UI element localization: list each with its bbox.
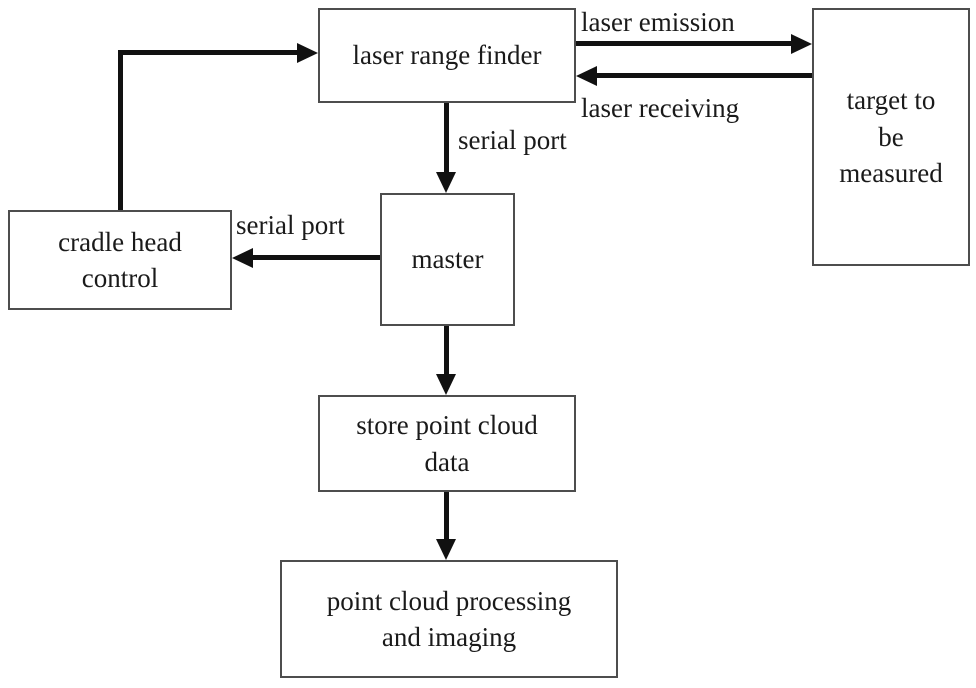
edge-laser-to-master-arrowhead: [436, 172, 456, 193]
edge-cradle-to-laser-vertical-line: [118, 50, 123, 210]
edge-master-to-cradle-arrowhead: [232, 248, 253, 268]
edge-laser-receiving-arrowhead: [576, 66, 597, 86]
edge-master-to-store-line: [444, 326, 449, 375]
edge-master-to-cradle-line: [252, 255, 380, 260]
edge-cradle-to-laser-arrowhead: [297, 43, 318, 63]
node-store-point-cloud-data: store point cloud data: [318, 395, 576, 492]
node-point-cloud-processing: point cloud processing and imaging: [280, 560, 618, 678]
node-cradle-head-control: cradle head control: [8, 210, 232, 310]
edge-label-serial-port-horizontal: serial port: [236, 210, 345, 240]
edge-laser-emission-arrowhead: [791, 34, 812, 54]
edge-label-laser-receiving: laser receiving: [581, 93, 740, 123]
edge-laser-emission-line: [576, 41, 791, 46]
node-target-to-be-measured: target to be measured: [812, 8, 970, 266]
edge-store-to-processing-line: [444, 492, 449, 540]
edge-label-serial-port-vertical: serial port: [458, 125, 567, 155]
edge-label-laser-emission: laser emission: [581, 7, 735, 37]
edge-store-to-processing-arrowhead: [436, 539, 456, 560]
edge-laser-to-master-line: [444, 103, 449, 173]
node-master: master: [380, 193, 515, 326]
edge-master-to-store-arrowhead: [436, 374, 456, 395]
edge-cradle-to-laser-horizontal-line: [118, 50, 297, 55]
node-laser-range-finder: laser range finder: [318, 8, 576, 103]
edge-laser-receiving-line: [597, 73, 812, 78]
